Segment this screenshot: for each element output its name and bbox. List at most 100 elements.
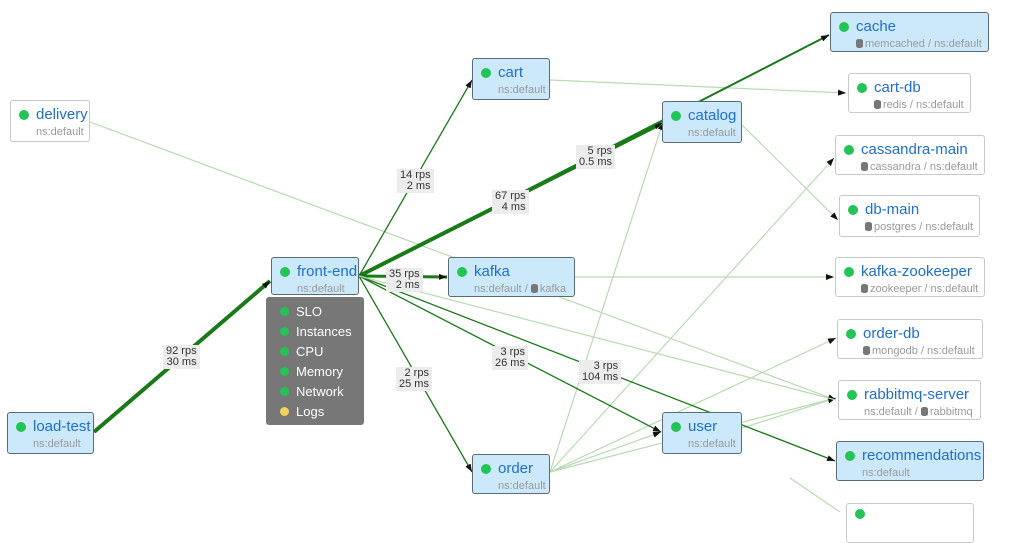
node-order[interactable]: order ns:default [472,454,550,494]
status-healthy-icon [845,450,855,461]
node-name: cassandra-main [861,141,968,158]
node-kafka-zookeeper[interactable]: kafka-zookeeper zookeeper / ns:default [835,257,985,297]
node-name: rabbitmq-server [864,386,970,403]
edge-label-front-end-kafka: 35 rps 2 ms [386,268,423,292]
edge-order-catalog[interactable] [549,121,664,473]
edge-label-front-end-user: 3 rps 26 ms [492,346,528,370]
menu-item-logs[interactable]: Logs [280,401,364,421]
edge-label-front-end-catalog: 67 rps 4 ms [492,190,529,214]
database-icon [874,100,881,109]
status-icon [280,306,289,316]
node-namespace: ns:default [498,480,546,492]
node-catalog[interactable]: catalog ns:default [662,101,742,143]
node-type: kafka [539,283,567,295]
edge-user-rabbitmq[interactable] [741,397,837,429]
menu-item-label: Logs [296,403,325,419]
node-name: cart-db [874,79,921,96]
node-name: catalog [688,107,737,124]
status-healthy-icon [481,67,491,78]
status-icon [280,386,289,396]
edge-cart-cart-db[interactable] [549,79,847,96]
node-name: db-main [865,201,920,218]
node-name: cache [856,18,897,35]
menu-item-instances[interactable]: Instances [280,321,364,341]
node-cache[interactable]: cache memcached / ns:default [830,12,989,52]
node-namespace: ns:default [498,84,546,96]
node-partial[interactable] [846,503,974,543]
status-icon [280,326,289,336]
edge-order-order-db[interactable] [549,337,837,473]
node-rabbitmq-server[interactable]: rabbitmq-server ns:default / rabbitmq [838,380,981,420]
status-healthy-icon [848,204,858,215]
node-type: postgres / ns:default [874,221,974,233]
status-icon [280,406,289,416]
menu-item-slo[interactable]: SLO [280,301,364,321]
node-namespace: ns:default / [474,283,531,295]
node-namespace: ns:default [297,283,345,295]
status-healthy-icon [671,421,681,432]
status-healthy-icon [16,421,26,432]
node-name: delivery [36,106,88,123]
node-front-end[interactable]: front-end ns:default [271,257,359,295]
node-type: zookeeper / ns:default [870,283,979,295]
node-cart-db[interactable]: cart-db redis / ns:default [848,73,971,113]
node-namespace: ns:default [688,127,736,139]
edge-label-front-end-recommendations: 3 rps 104 ms [579,360,622,384]
node-name: user [688,418,718,435]
node-recommendations[interactable]: recommendations ns:default [836,441,984,481]
node-name: load-test [33,418,91,435]
status-healthy-icon [844,144,854,155]
database-icon [865,222,872,231]
edge-front-end-rabbitmq[interactable] [358,275,837,401]
edge-label-front-end-cart: 14 rps 2 ms [397,169,434,193]
node-cart[interactable]: cart ns:default [472,58,550,100]
status-healthy-icon [844,266,854,277]
database-icon [861,162,868,171]
node-name: cart [498,64,524,81]
node-kafka[interactable]: kafka ns:default / kafka [448,257,575,297]
node-context-menu: SLO Instances CPU Memory Network Logs [266,297,364,425]
node-delivery[interactable]: delivery ns:default [10,100,90,142]
node-name: kafka [474,263,510,280]
menu-item-memory[interactable]: Memory [280,361,364,381]
node-user[interactable]: user ns:default [662,412,742,454]
node-namespace: ns:default [688,438,736,450]
node-db-main[interactable]: db-main postgres / ns:default [839,195,980,237]
status-healthy-icon [847,389,857,400]
node-type: mongodb / ns:default [872,345,975,357]
node-cassandra-main[interactable]: cassandra-main cassandra / ns:default [835,135,985,175]
edge-order-cassandra[interactable] [549,157,835,473]
node-load-test[interactable]: load-test ns:default [7,412,94,454]
edge-catalog-db-main[interactable] [741,124,839,221]
database-icon [856,39,863,48]
status-healthy-icon [855,509,865,519]
status-healthy-icon [481,463,491,474]
node-name: order-db [863,325,920,342]
menu-item-network[interactable]: Network [280,381,364,401]
edge-user-partial[interactable] [789,477,841,512]
status-healthy-icon [280,266,290,277]
edge-label-load-test-front-end: 92 rps 30 ms [163,345,200,369]
node-namespace: ns:default [36,126,84,138]
queue-icon [530,284,538,293]
status-healthy-icon [457,266,467,277]
node-type: rabbitmq [929,406,973,418]
edge-order-user[interactable] [549,431,662,473]
node-name: front-end [297,263,358,280]
node-order-db[interactable]: order-db mongodb / ns:default [837,319,983,359]
status-icon [280,346,289,356]
node-name: order [498,460,534,477]
edge-label-front-end-order: 2 rps 25 ms [396,367,432,391]
status-healthy-icon [846,328,856,339]
status-healthy-icon [839,21,849,32]
database-icon [861,284,868,293]
node-name: recommendations [862,447,982,464]
status-healthy-icon [857,82,867,93]
database-icon [863,346,870,355]
node-type: redis / ns:default [883,99,964,111]
node-type: cassandra / ns:default [870,161,978,173]
menu-item-cpu[interactable]: CPU [280,341,364,361]
node-namespace: ns:default [862,467,910,479]
status-healthy-icon [19,109,29,120]
menu-item-label: CPU [296,343,324,359]
